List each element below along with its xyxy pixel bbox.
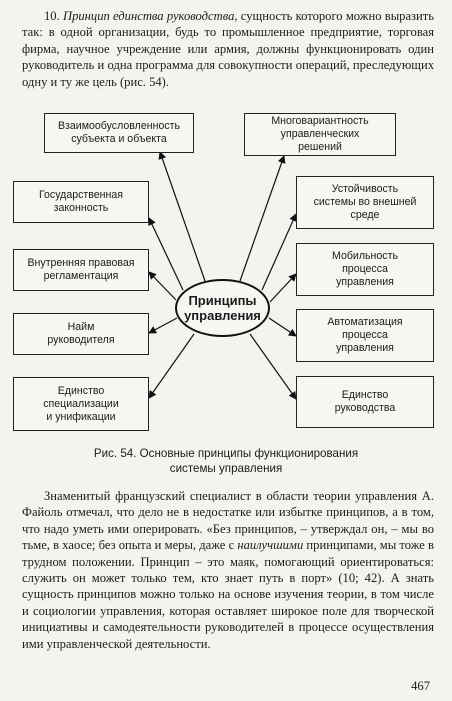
left-box-2: Государственная законность [13,181,149,223]
body-text-before: Знаменитый французский специалист в обла… [22,489,434,553]
body-italic-word: наилучшими [237,538,304,553]
left-box-4: Найм руководителя [13,313,149,355]
intro-paragraph: 10. Принцип единства руководства, сущнос… [22,8,434,90]
body-paragraph: Знаменитый французский специалист в обла… [22,488,434,652]
right-box-2: Устойчивость системы во внешней среде [296,176,434,229]
right-box-4: Автоматизация процесса управления [296,309,434,362]
arrow-to-left-box-5 [148,333,195,399]
arrow-to-left-box-2 [148,217,184,291]
arrow-to-right-box-5 [249,333,297,400]
right-box-5: Единство руководства [296,376,434,428]
page-number: 467 [411,679,430,693]
arrow-to-left-box-3 [148,271,177,301]
arrow-to-right-box-1 [239,155,286,282]
right-box-1: Многовариантность управленческих решений [244,113,396,156]
figure-caption: Рис. 54. Основные принципы функционирова… [93,447,359,475]
arrow-to-right-box-3 [269,273,297,303]
arrow-to-left-box-4 [148,317,178,334]
principle-title: Принцип единства руководства, [62,9,238,23]
right-box-3: Мобильность процесса управления [296,243,434,296]
center-oval: Принципы управления [175,279,270,337]
arrow-to-right-box-4 [268,317,297,337]
principle-number: 10. [44,9,60,23]
left-box-5: Единство специализации и унификации [13,377,149,431]
principle-text: сущность которого можно выразить так: в … [22,9,434,89]
arrow-to-left-box-1 [158,151,206,282]
arrow-to-right-box-2 [261,213,297,291]
left-box-1: Взаимообусловленность субъекта и объекта [44,113,194,153]
body-text-after: принципами, мы тоже в трудном положении.… [22,538,434,651]
left-box-3: Внутренняя правовая регламентация [13,249,149,291]
